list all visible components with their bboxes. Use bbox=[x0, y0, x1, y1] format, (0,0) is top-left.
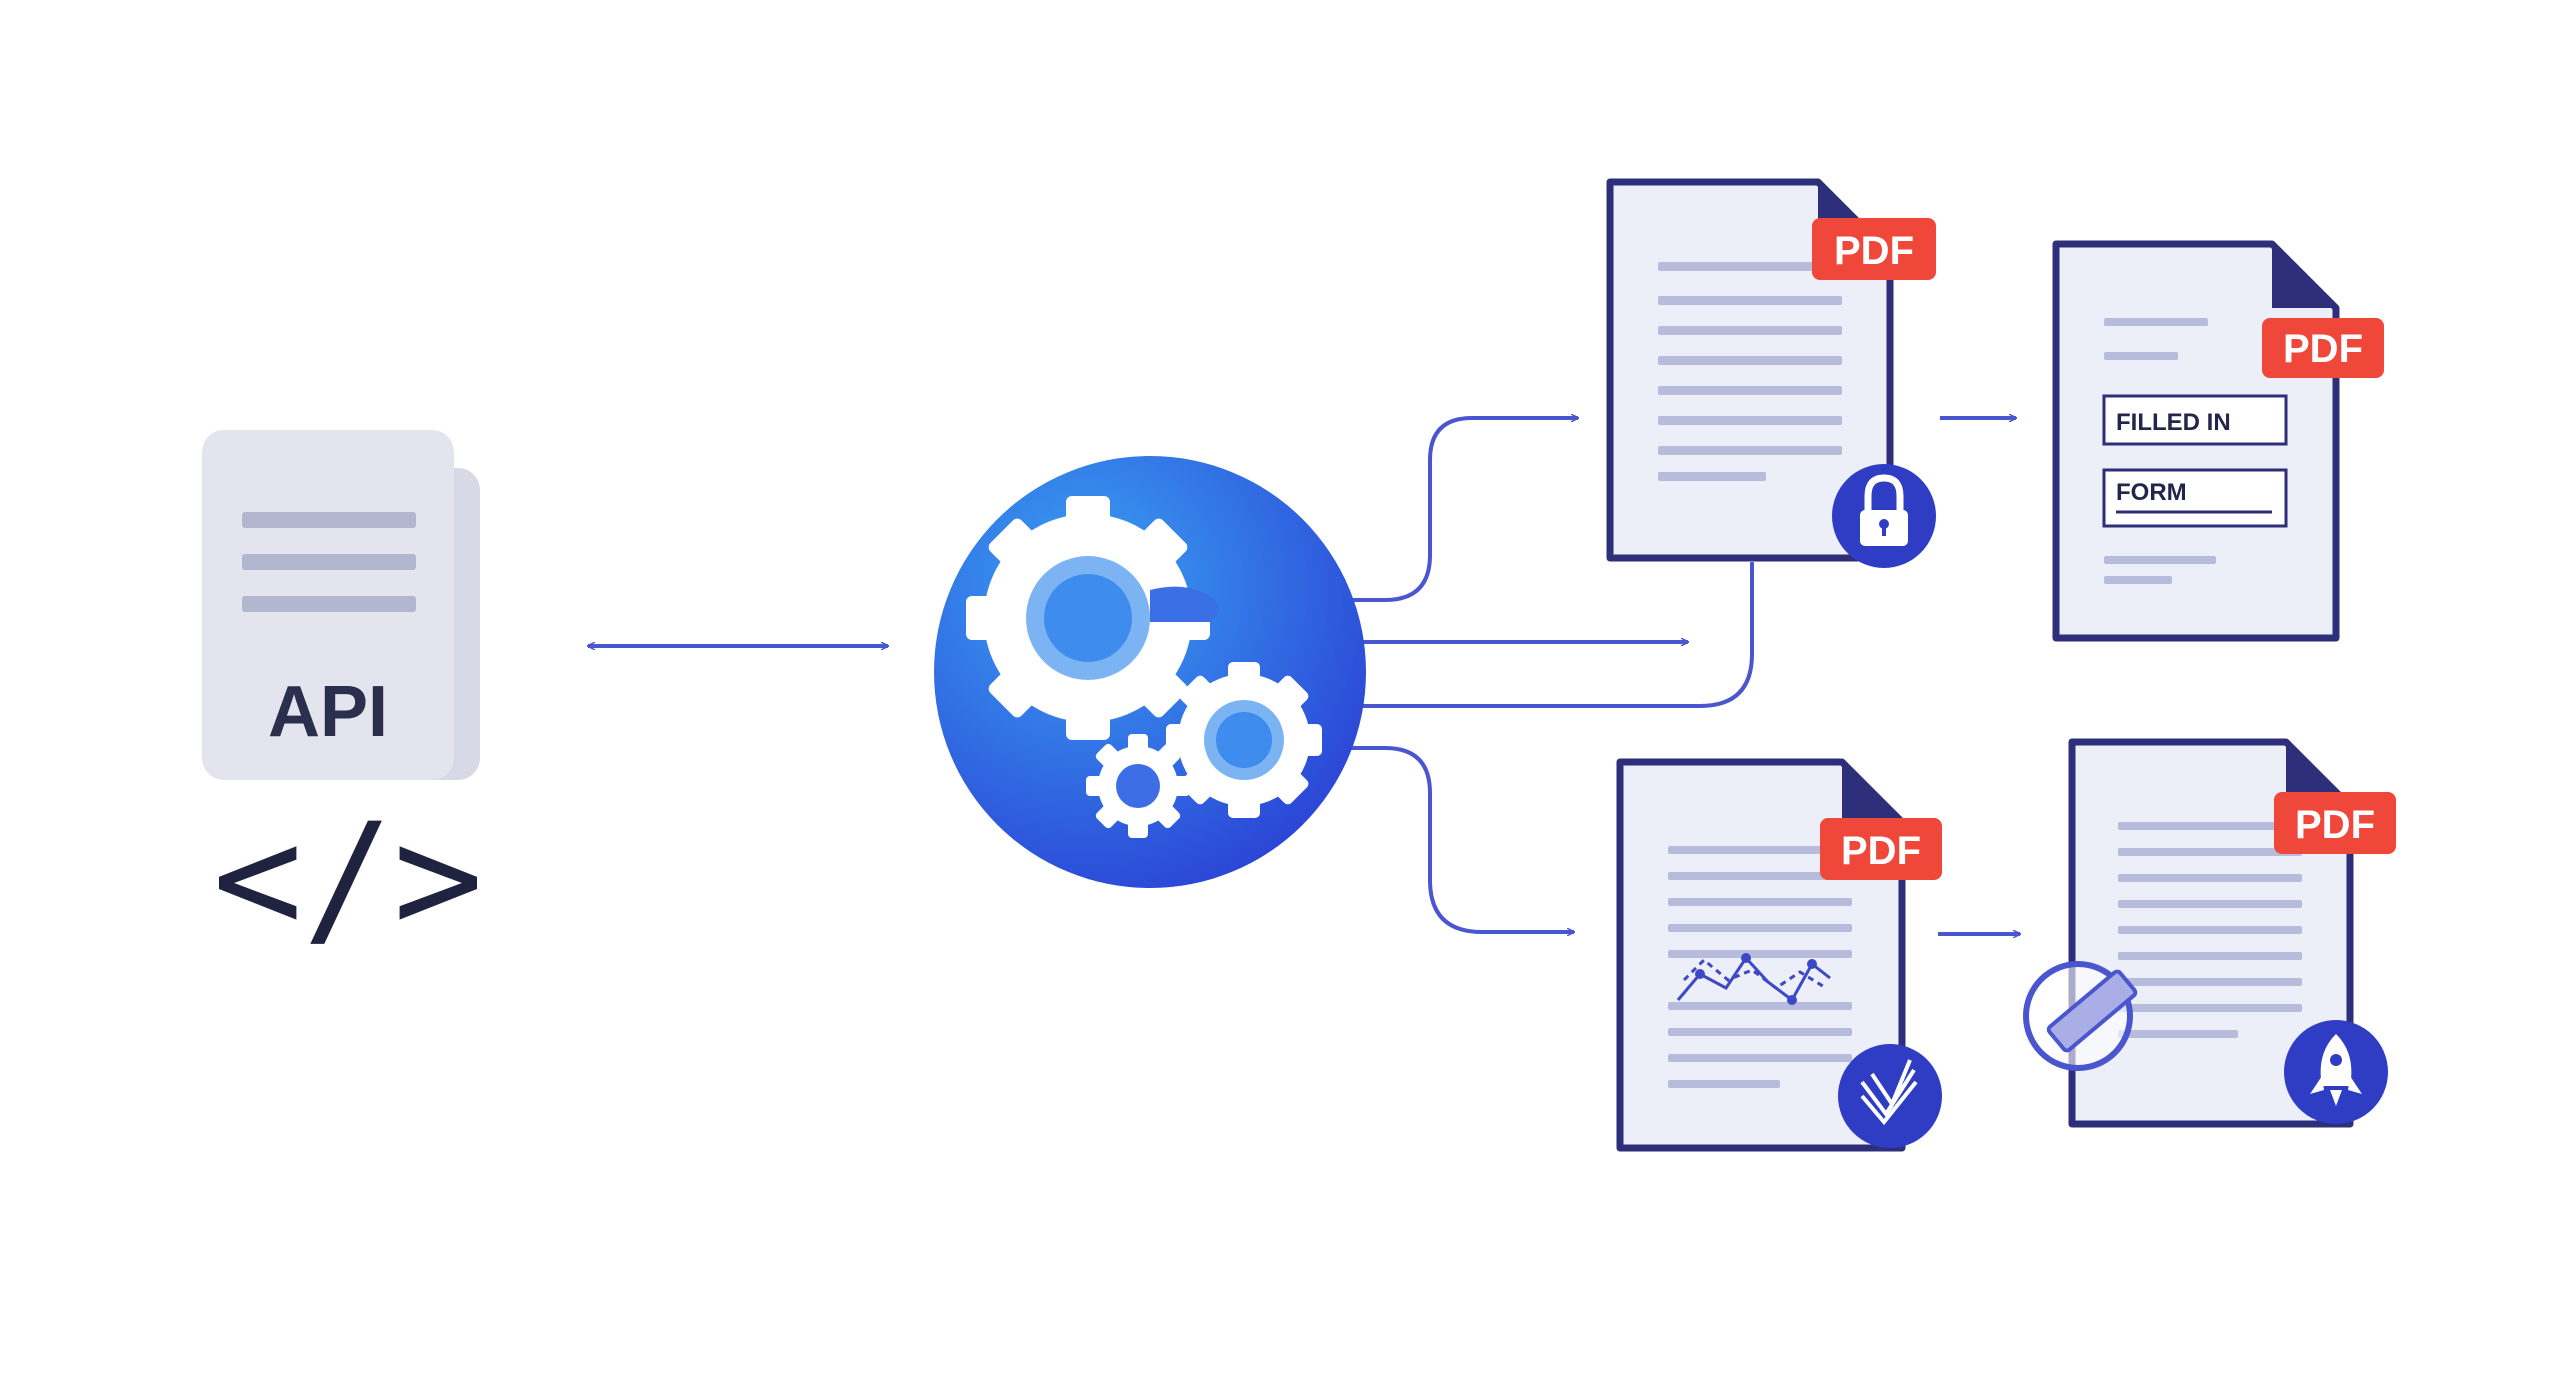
connectors bbox=[1340, 418, 1754, 932]
pdf-badge-label: PDF bbox=[1834, 229, 1914, 273]
gears-icon bbox=[966, 496, 1322, 838]
pdf-badge-label: PDF bbox=[1841, 829, 1921, 873]
connector-to-signed-pdf bbox=[1340, 746, 1574, 932]
code-symbol: </> bbox=[213, 792, 484, 966]
pdf-badge-label: PDF bbox=[2283, 327, 2363, 371]
eraser-icon bbox=[2023, 961, 2138, 1071]
pdf-document-signed: PDF bbox=[1616, 758, 1942, 1152]
api-label: API bbox=[268, 672, 388, 752]
document-icon bbox=[202, 430, 480, 780]
pdf-badge: PDF bbox=[2262, 318, 2384, 378]
connector-from-locked-pdf bbox=[1360, 562, 1754, 708]
rocket-icon bbox=[2284, 1020, 2388, 1124]
api-document: API bbox=[202, 430, 480, 780]
pdf-badge: PDF bbox=[1812, 218, 1936, 280]
pdf-badge: PDF bbox=[2274, 792, 2396, 854]
pdf-badge: PDF bbox=[1820, 818, 1942, 880]
form-field-form-label: FORM bbox=[2116, 479, 2187, 506]
pdf-badge-label: PDF bbox=[2295, 803, 2375, 847]
processing-hub bbox=[934, 456, 1366, 888]
pdf-document-locked: PDF bbox=[1606, 178, 1936, 568]
form-field-form: FORM bbox=[2102, 468, 2288, 528]
pdf-document-form: PDF FILLED IN FORM bbox=[2052, 240, 2384, 642]
lock-icon bbox=[1832, 464, 1936, 568]
pdf-document-optimized: PDF bbox=[2023, 738, 2396, 1128]
signature-icon bbox=[1838, 1044, 1942, 1148]
form-field-filled: FILLED IN bbox=[2102, 394, 2288, 446]
connector-to-locked-pdf bbox=[1340, 418, 1578, 602]
form-field-filled-label: FILLED IN bbox=[2116, 409, 2231, 436]
